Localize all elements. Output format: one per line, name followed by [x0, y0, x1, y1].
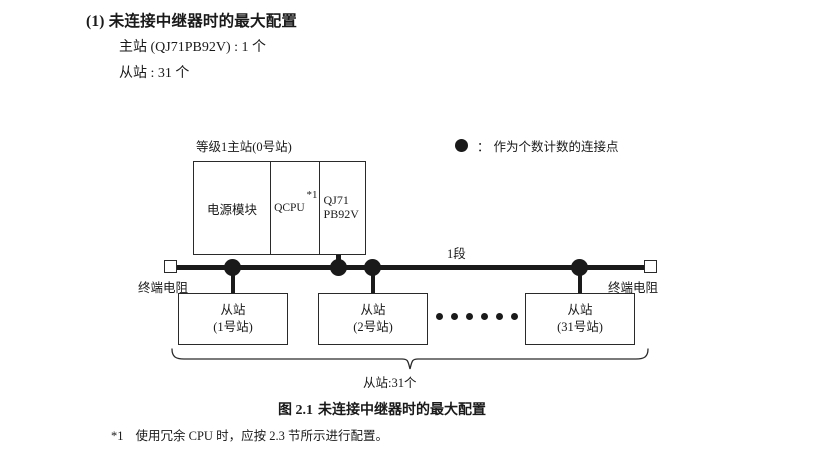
master-rack: 电源模块 QCPU *1 QJ71 PB92V [193, 161, 366, 255]
slave-station-box: 从站 (1号站) [178, 293, 288, 345]
network-module-label-line2: PB92V [323, 207, 359, 221]
page-title-text: 未连接中继器时的最大配置 [108, 13, 298, 30]
segment-label: 1段 [447, 247, 466, 261]
spec-master-count: 主站 (QJ71PB92V) : 1 个 [119, 40, 267, 55]
ellipsis-dot-icon [496, 313, 503, 320]
slave-station-box: 从站 (2号站) [318, 293, 428, 345]
slave-station-number: (2号站) [353, 320, 393, 334]
connection-point-dot-icon [330, 258, 347, 276]
slave-station-name: 从站 [360, 303, 386, 318]
connection-point-dot-icon [571, 258, 588, 276]
bus-trunk-line [177, 264, 649, 270]
cpu-footnote-marker: *1 [306, 189, 318, 201]
network-module-label-line1: QJ71 [323, 193, 349, 208]
terminator-right-icon [644, 260, 657, 273]
connection-point-dot-icon [224, 258, 241, 276]
slave-group-brace [170, 347, 650, 376]
footnote-text: 使用冗余 CPU 时，应按 2.3 节所示进行配置。 [135, 429, 388, 443]
slave-station-number: (31号站) [557, 320, 603, 334]
power-module-label: 电源模块 [207, 202, 258, 217]
ellipsis-dots [436, 313, 518, 320]
legend: ： 作为个数计数的连接点 [455, 136, 619, 155]
figure-caption-number: 图 2.1 [278, 403, 313, 418]
slave-drop-line [370, 269, 375, 294]
terminator-left-label: 终端电阻 [138, 281, 189, 295]
footnote-marker: *1 [111, 429, 124, 443]
figure-caption: 图 2.1 未连接中继器时的最大配置 [278, 399, 486, 419]
ellipsis-dot-icon [481, 313, 488, 320]
slave-drop-line [230, 269, 235, 294]
slave-station-number: (1号站) [213, 320, 253, 334]
cpu-module-label: QCPU [274, 202, 305, 214]
connection-point-dot-icon [364, 258, 381, 276]
spec-slave-count: 从站 : 31 个 [119, 66, 190, 81]
figure-caption-text: 未连接中继器时的最大配置 [318, 403, 486, 418]
footnote: *1 使用冗余 CPU 时，应按 2.3 节所示进行配置。 [111, 425, 388, 444]
page-title: (1)未连接中继器时的最大配置 [86, 9, 297, 31]
legend-colon: ： [477, 140, 490, 154]
ellipsis-dot-icon [436, 313, 443, 320]
slave-station-name: 从站 [567, 303, 593, 318]
legend-label: 作为个数计数的连接点 [493, 140, 619, 154]
slave-group-label: 从站:31个 [363, 376, 417, 390]
cpu-module-cell: QCPU *1 [270, 162, 318, 254]
network-module-cell: QJ71 PB92V [318, 162, 365, 254]
terminator-left-icon [164, 260, 177, 273]
power-module-cell: 电源模块 [194, 162, 270, 254]
slave-station-name: 从站 [220, 303, 246, 318]
ellipsis-dot-icon [466, 313, 473, 320]
page-title-number: (1) [86, 13, 105, 30]
slave-drop-line [577, 269, 582, 294]
terminator-right-label: 终端电阻 [608, 281, 659, 295]
ellipsis-dot-icon [451, 313, 458, 320]
slave-station-box: 从站 (31号站) [525, 293, 635, 345]
connection-point-dot-icon [455, 139, 468, 152]
rack-label: 等级1主站(0号站) [196, 140, 292, 154]
ellipsis-dot-icon [511, 313, 518, 320]
